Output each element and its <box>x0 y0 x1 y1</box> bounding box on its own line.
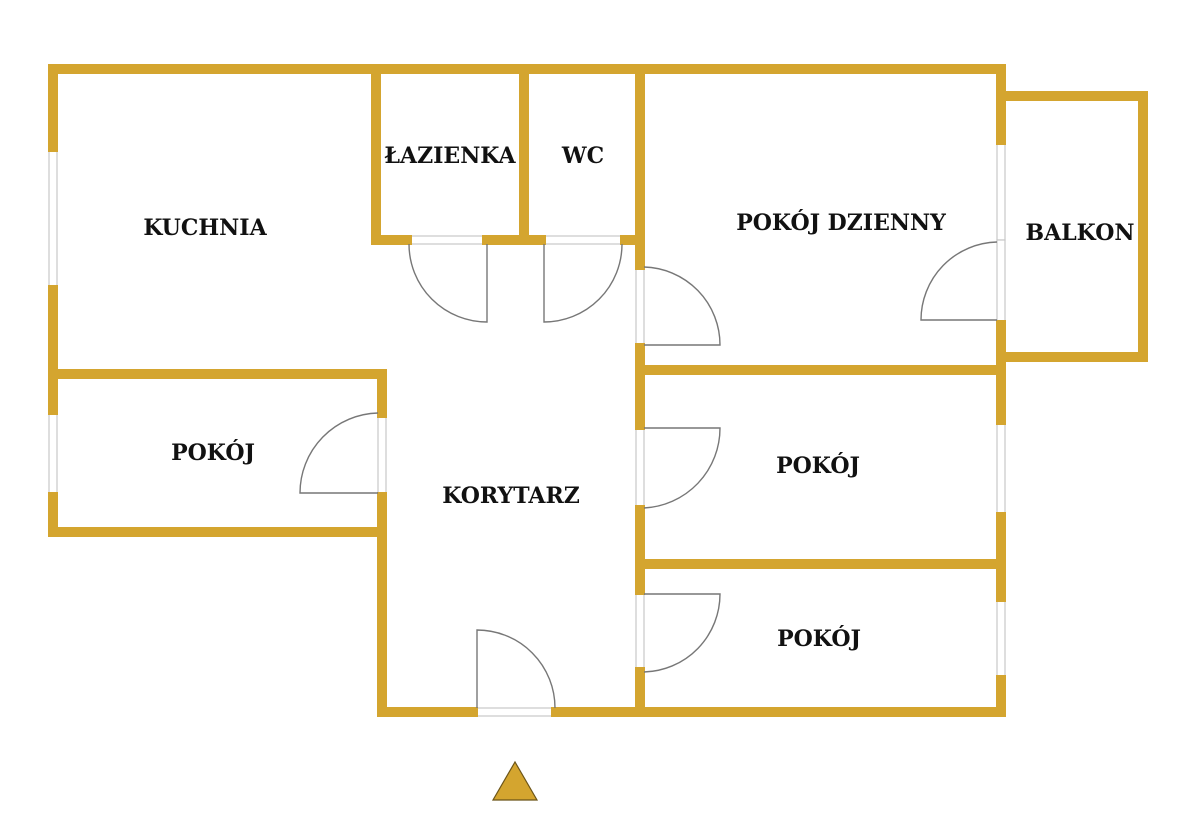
room-label-balcony: BALKON <box>1026 220 1135 246</box>
walls <box>48 64 1148 717</box>
room-label-kitchen: KUCHNIA <box>143 215 267 241</box>
door-frame-entrance <box>472 707 557 717</box>
door-room-middle <box>643 427 721 509</box>
window-room-left <box>48 409 58 498</box>
room-label-room-bottom: POKÓJ <box>777 625 861 652</box>
room-label-room-left: POKÓJ <box>171 439 255 466</box>
windows <box>48 139 1006 717</box>
doors <box>299 241 998 709</box>
door-frame-wc <box>540 235 626 245</box>
door-living-room <box>643 266 721 346</box>
door-frame-room-middle <box>635 424 645 511</box>
room-label-corridor: KORYTARZ <box>442 483 580 509</box>
room-label-living-room: POKÓJ DZIENNY <box>736 209 946 236</box>
room-label-wc: WC <box>561 143 604 169</box>
door-bathroom <box>408 243 488 323</box>
door-frame-living <box>635 264 645 349</box>
door-frame-bathroom <box>406 235 488 245</box>
door-room-bottom <box>643 593 721 673</box>
entrance-marker-icon <box>491 760 539 801</box>
door-balcony <box>920 241 998 321</box>
door-room-left <box>299 412 379 494</box>
door-wc <box>543 243 623 323</box>
room-label-room-middle: POKÓJ <box>776 452 860 479</box>
door-frame-balcony <box>996 239 1006 326</box>
window-living-room <box>996 139 1006 241</box>
door-frame-room-left <box>377 412 387 498</box>
window-room-middle <box>996 419 1006 518</box>
window-room-bottom <box>996 596 1006 681</box>
door-frame-room-bottom <box>635 589 645 673</box>
room-label-bathroom: ŁAZIENKA <box>384 143 516 169</box>
door-entrance <box>476 629 556 709</box>
window-kitchen <box>48 146 58 291</box>
